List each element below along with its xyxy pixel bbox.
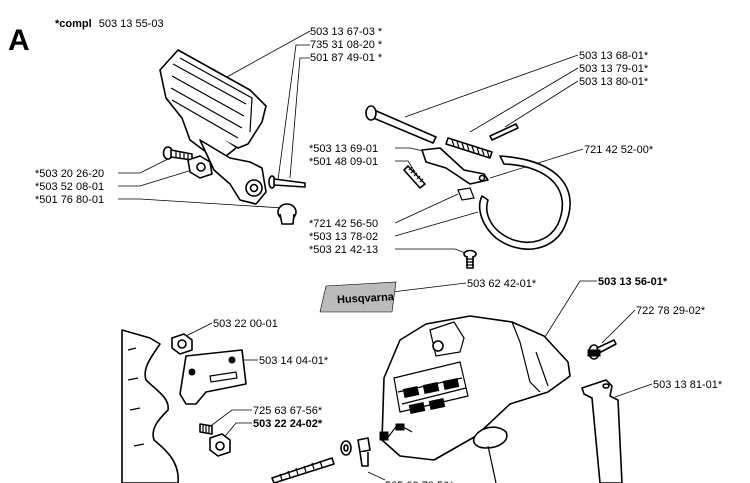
pin-735-31-08-20 (268, 175, 306, 189)
part-label-735-31-08-20: 735 31 08-20 * (310, 39, 383, 51)
part-label-503-13-56-01: 503 13 56-01* (598, 276, 668, 288)
part-label-501-76-80-01: *501 76 80-01 (35, 194, 104, 206)
part-label-721-42-56-50: *721 42 56-50 (309, 218, 378, 230)
part-label-501-48-09-01: *501 48 09-01 (309, 156, 378, 168)
part-label-503-13-67-03: 503 13 67-03 * (310, 26, 383, 38)
assembly-number: 503 13 55-03 (99, 18, 164, 30)
part-label-722-78-29-02: 722 78 29-02* (636, 305, 706, 317)
cover-knob (472, 426, 508, 483)
husqvarna-decal: Husqvarna (319, 281, 397, 313)
brake-band-503-13-78-02 (457, 155, 571, 250)
part-label-503-13-79-01: 503 13 79-01* (579, 63, 649, 75)
part-label-503-14-04-01: 503 14 04-01* (259, 355, 329, 367)
screw-722-78-29-02 (587, 339, 617, 360)
part-label-cut-bottom: 505 00 70 50* (385, 480, 454, 483)
threaded-rod (271, 457, 335, 483)
hand-guard (159, 49, 267, 205)
washers (340, 437, 371, 467)
part-label-503-21-42-13: *503 21 42-13 (309, 244, 378, 256)
screw-503-20-26-20 (162, 146, 193, 161)
spring-501-48-09-01 (403, 165, 426, 189)
brake-rod-503-13-68-01 (365, 105, 437, 144)
part-label-503-22-24-02: 503 22 24-02* (253, 418, 323, 430)
nut-503-22-00-01 (171, 333, 193, 355)
leader-lines (118, 30, 653, 481)
part-label-503-13-81-01: 503 13 81-01* (653, 379, 723, 391)
bracket-503-14-04-01 (179, 349, 247, 405)
part-label-503-52-08-01: *503 52 08-01 (35, 181, 104, 193)
part-number-labels: 503 13 67-03 *735 31 08-20 *501 87 49-01… (35, 26, 723, 483)
part-label-503-13-78-02: *503 13 78-02 (309, 231, 378, 243)
part-label-503-13-80-01: 503 13 80-01* (579, 76, 649, 88)
bar-mount-body (121, 329, 179, 483)
part-label-721-42-52-00: 721 42 52-00* (584, 144, 654, 156)
part-label-503-20-26-20: *503 20 26-20 (35, 168, 104, 180)
lever-503-13-69-01 (421, 147, 489, 185)
decal-text: Husqvarna (337, 291, 395, 306)
plate-503-13-81-01 (581, 379, 623, 483)
screw-503-21-42-13 (463, 249, 477, 269)
knob-501-76-80-01 (277, 203, 297, 225)
pin-503-13-80-01 (489, 123, 519, 141)
nut-503-22-24-02 (209, 433, 231, 457)
bushing-503-52-08-01 (187, 155, 213, 179)
part-label-503-22-00-01: 503 22 00-01 (213, 318, 278, 330)
clutch-cover-503-13-56-01 (379, 315, 571, 461)
stud-725-63-67-56 (199, 423, 213, 435)
part-label-501-87-49-01: 501 87 49-01 * (310, 52, 383, 64)
assembly-header: *compl 503 13 55-03 (55, 18, 164, 30)
part-label-725-63-67-56: 725 63 67-56* (253, 405, 323, 417)
part-label-503-62-42-01: 503 62 42-01* (467, 278, 537, 290)
spring-503-13-79-01 (445, 137, 493, 159)
part-label-503-13-69-01: *503 13 69-01 (309, 143, 378, 155)
assembly-prefix: *compl (55, 18, 92, 30)
section-letter: A (8, 24, 30, 57)
part-label-503-13-68-01: 503 13 68-01* (579, 50, 649, 62)
